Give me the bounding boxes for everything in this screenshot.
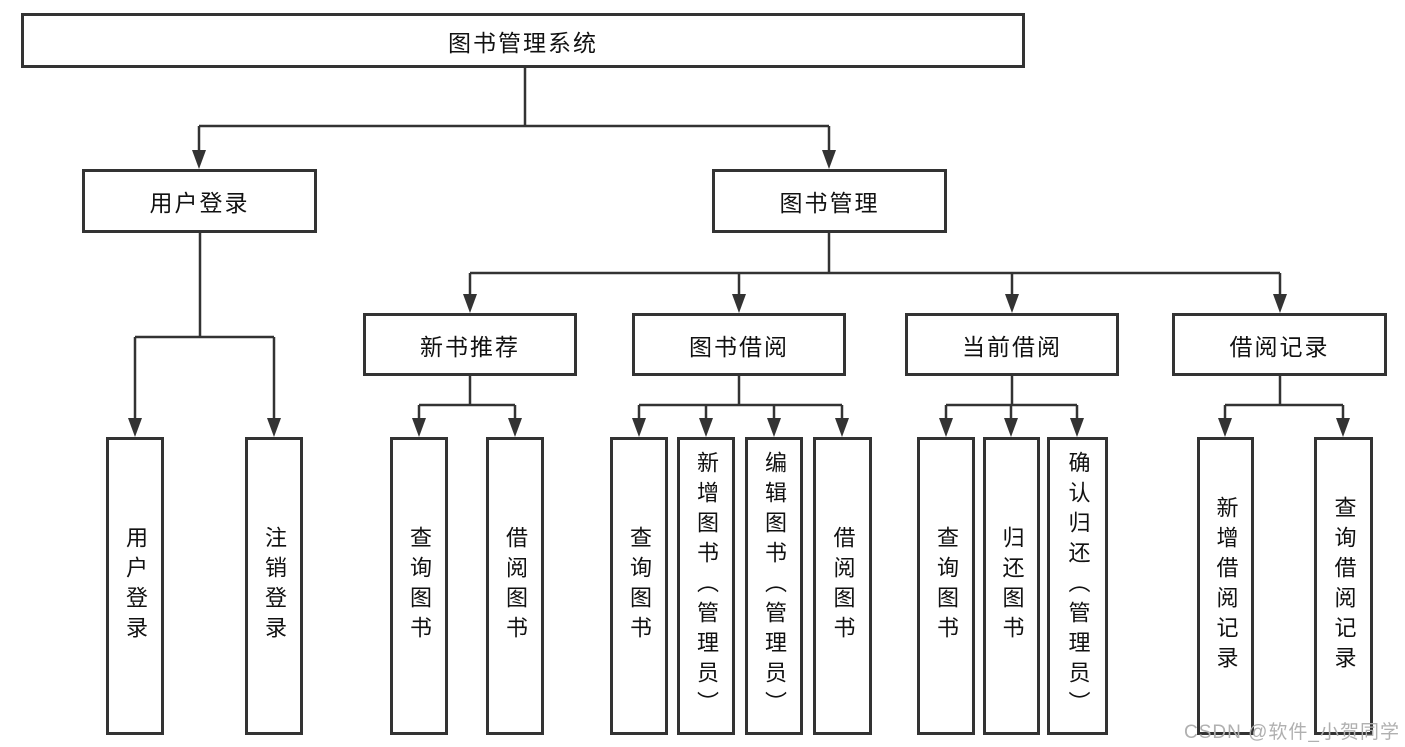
arrow-down-icon [632,418,646,437]
connectors-book-mgmt-to-level3 [463,233,1287,313]
leaf-query-book-recommend: 查询图书 [390,437,448,735]
node-label: 新书推荐 [420,333,520,360]
node-book-borrowing: 图书借阅 [632,313,846,376]
leaf-borrow-book-recommend: 借阅图书 [486,437,544,735]
node-label: 当前借阅 [962,333,1062,360]
arrow-down-icon [128,418,142,437]
leaf-logout: 注销登录 [245,437,303,735]
node-label: 查询借阅记录 [1331,496,1357,676]
arrow-down-icon [939,418,953,437]
node-label: 图书借阅 [689,333,789,360]
node-label: 图书管理 [779,190,880,216]
arrow-down-icon [1070,418,1084,437]
arrow-down-icon [732,294,746,313]
leaf-query-book-current: 查询图书 [917,437,975,735]
arrow-down-icon [1218,418,1232,437]
node-label: 注销登录 [262,526,287,646]
node-root-system: 图书管理系统 [21,13,1025,68]
arrow-down-icon [267,418,281,437]
leaf-add-borrow-record: 新增借阅记录 [1197,437,1254,735]
csdn-watermark: CSDN @软件_小贺同学 [1184,722,1400,743]
connectors-borrow-record-branch [1218,376,1350,437]
arrow-down-icon [767,418,781,437]
connectors-book-borrow-branch [632,376,849,437]
arrow-down-icon [699,418,713,437]
node-label: 查询图书 [627,526,652,646]
connectors-current-borrow-branch [939,376,1084,437]
arrow-down-icon [508,418,522,437]
node-label: 新增借阅记录 [1213,496,1239,676]
arrow-down-icon [463,294,477,313]
node-label: 归还图书 [999,526,1025,646]
arrow-down-icon [1004,418,1018,437]
arrow-down-icon [1005,294,1019,313]
leaf-edit-book-admin: 编辑图书（管理员） [745,437,803,735]
node-book-management: 图书管理 [712,169,947,233]
leaf-return-book: 归还图书 [983,437,1040,735]
node-borrowing-records: 借阅记录 [1172,313,1387,376]
arrow-down-icon [835,418,849,437]
leaf-confirm-return-admin: 确认归还（管理员） [1047,437,1108,735]
node-label: 借阅记录 [1229,333,1330,360]
leaf-user-login: 用户登录 [106,437,164,735]
node-label: 查询图书 [934,526,959,646]
node-label: 借阅图书 [830,526,856,646]
node-label: 确认归还（管理员） [1065,451,1091,721]
arrow-down-icon [412,418,426,437]
arrow-down-icon [1336,418,1350,437]
connectors-root-to-level2 [192,68,836,169]
node-label: 用户登录 [123,526,148,646]
leaf-borrow-book: 借阅图书 [813,437,872,735]
leaf-query-book-borrowing: 查询图书 [610,437,668,735]
leaf-add-book-admin: 新增图书（管理员） [677,437,735,735]
node-new-book-recommend: 新书推荐 [363,313,577,376]
connectors-new-book-branch [412,376,522,437]
node-label: 新增图书（管理员） [694,451,719,721]
arrow-down-icon [1273,294,1287,313]
node-user-login: 用户登录 [82,169,317,233]
arrow-down-icon [822,150,836,169]
node-label: 编辑图书（管理员） [762,451,787,721]
node-label: 借阅图书 [503,526,528,646]
arrow-down-icon [192,150,206,169]
node-label: 用户登录 [149,190,250,216]
leaf-query-borrow-record: 查询借阅记录 [1314,437,1373,735]
connectors-user-login-branch [128,233,281,437]
node-current-borrowing: 当前借阅 [905,313,1119,376]
node-label: 查询图书 [407,526,432,646]
node-label: 图书管理系统 [448,29,598,56]
